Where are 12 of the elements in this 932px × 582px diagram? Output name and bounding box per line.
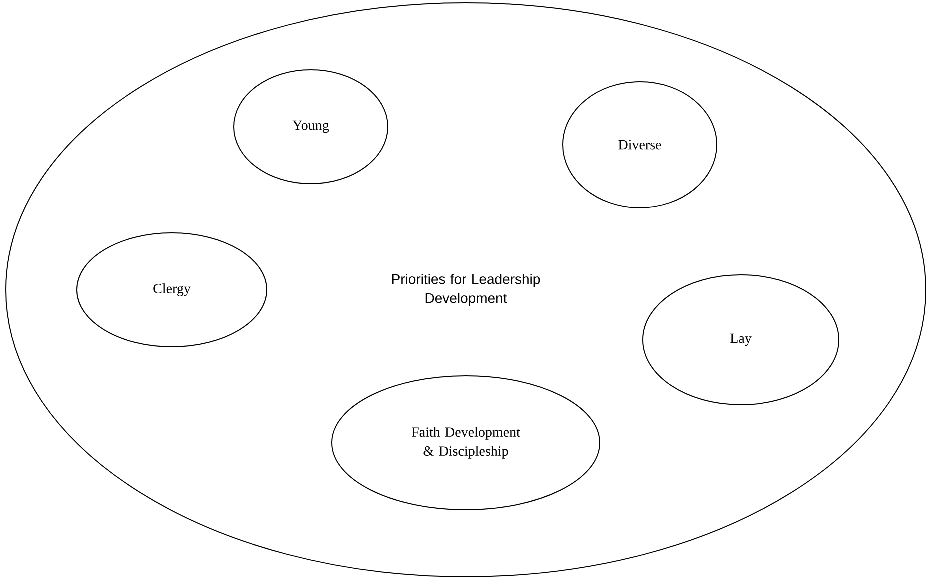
outer-ellipse [6, 2, 926, 578]
node-label: Faith Development & Discipleship [412, 427, 520, 459]
node-label: Priorities for Leadership Development [392, 274, 540, 306]
ellipse-node [234, 70, 388, 184]
node-label: Young [292, 120, 330, 134]
node-label: Diverse [618, 140, 662, 150]
ellipse-node [562, 82, 718, 208]
node-label: Lay [730, 334, 752, 346]
ellipse-node [642, 274, 840, 406]
ellipse-node [332, 376, 600, 510]
ellipse-node [76, 232, 268, 348]
node-label: Clergy [154, 284, 191, 296]
